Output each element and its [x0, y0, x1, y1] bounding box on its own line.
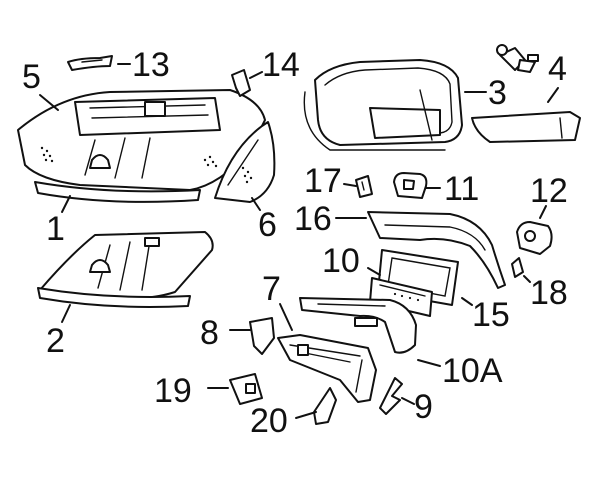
part-14-bracket	[231, 69, 251, 97]
callout-6: 6	[258, 206, 277, 244]
vent-dots-right	[203, 155, 218, 168]
part-6-side-panel	[214, 121, 276, 203]
part-11-latch	[393, 172, 428, 199]
callout-4: 4	[548, 50, 567, 88]
part-13-bracket	[67, 55, 113, 71]
callout-13: 13	[132, 46, 170, 84]
callout-17: 17	[304, 162, 342, 200]
part-10a-dash-panel	[299, 297, 417, 354]
callout-18: 18	[530, 274, 568, 312]
part-18-clip	[511, 257, 524, 278]
callout-labels: 5 13 14 3 4 1 6 17 11 12 16 10 18 15 7 8…	[22, 46, 568, 440]
callout-14: 14	[262, 46, 300, 84]
callout-2: 2	[46, 322, 65, 360]
part-9-bracket	[379, 377, 403, 415]
callout-20: 20	[250, 402, 288, 440]
callout-5: 5	[22, 58, 41, 96]
callout-3: 3	[488, 74, 507, 112]
callout-16: 16	[294, 200, 332, 238]
part-2-floor-pan	[37, 231, 214, 308]
part-8-bracket	[249, 317, 275, 355]
part-3-door-frame	[303, 59, 463, 151]
callout-8: 8	[200, 314, 219, 352]
callout-11: 11	[444, 170, 479, 208]
part-4-door-panel	[471, 44, 581, 143]
vent-dots-left	[40, 146, 54, 163]
callout-1: 1	[46, 210, 65, 248]
callout-19: 19	[154, 372, 192, 410]
callout-9: 9	[414, 388, 433, 426]
part-16-dash-rail	[367, 211, 506, 289]
part-19-plate	[229, 373, 263, 405]
leader-lines	[39, 63, 559, 419]
callout-15: 15	[472, 296, 510, 334]
callout-10: 10	[322, 242, 360, 280]
part-20-gusset	[313, 387, 337, 425]
callout-10a: 10A	[442, 352, 503, 390]
part-17-clip	[355, 175, 373, 198]
callout-12: 12	[530, 172, 568, 210]
part-7-dash-body	[277, 334, 377, 403]
part-12-latch	[516, 221, 553, 255]
part-10-glovebox	[369, 277, 433, 317]
part-1-floor-assembly	[17, 89, 266, 203]
callout-7: 7	[262, 270, 281, 308]
